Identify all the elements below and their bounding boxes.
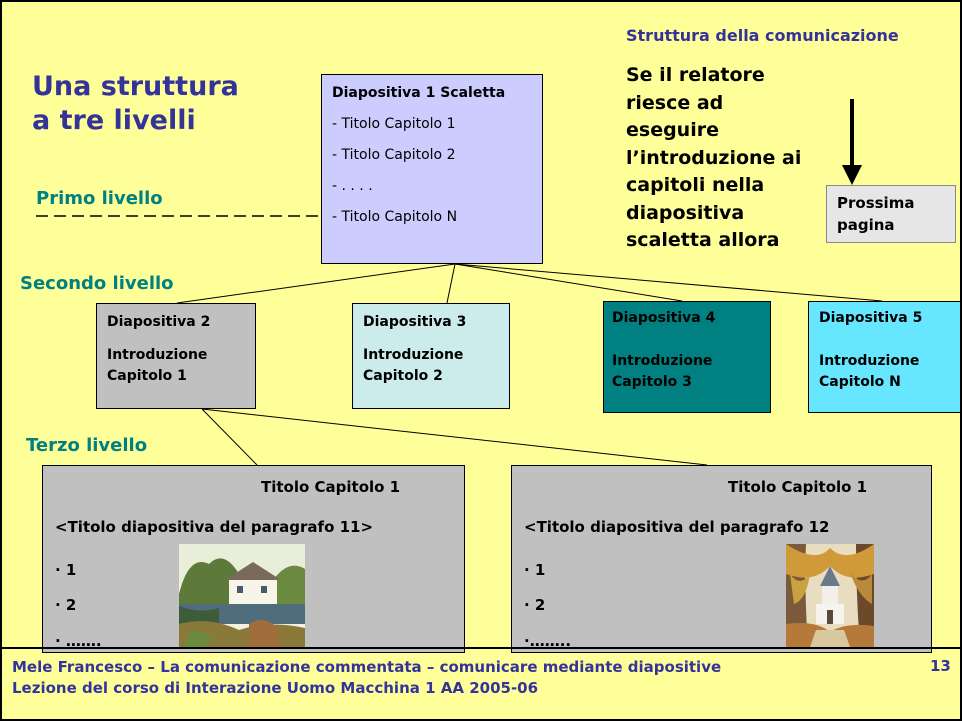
cottage-pond-image: [179, 544, 305, 648]
diapositiva-2-box: Diapositiva 2 Introduzione Capitolo 1: [96, 303, 256, 409]
slide-title: Una struttura a tre livelli: [32, 70, 292, 138]
condition-line: scaletta allora: [626, 229, 780, 251]
bullet-item: · 1: [524, 561, 546, 579]
diapositiva-5-box: Diapositiva 5 Introduzione Capitolo N: [808, 301, 960, 413]
footer-line-2: Lezione del corso di Interazione Uomo Ma…: [12, 679, 539, 697]
bullet-item: · 1: [55, 561, 77, 579]
primo-livello-label: Primo livello: [36, 188, 163, 209]
box-subtitle: <Titolo diapositiva del paragrafo 12: [524, 518, 830, 536]
scaletta-title: Diapositiva 1 Scaletta: [332, 85, 506, 101]
secondo-livello-label: Secondo livello: [20, 273, 174, 294]
connector-d4: [454, 263, 683, 302]
bullet-item: · …….: [55, 632, 102, 650]
connector-d2: [176, 263, 456, 304]
box-line: Introduzione: [363, 347, 464, 363]
connector-left-l3: [201, 408, 258, 466]
box-title: Diapositiva 3: [363, 314, 467, 330]
bullet-item: · 2: [55, 596, 77, 614]
struttura-label: Struttura della comunicazione: [626, 26, 899, 45]
scaletta-item: - . . . .: [332, 178, 373, 194]
connector-d3: [446, 263, 456, 304]
bullet-item: · 2: [524, 596, 546, 614]
page-number: 13: [930, 657, 951, 675]
condition-line: capitoli nella: [626, 174, 765, 196]
box-line: Capitolo 1: [107, 368, 187, 384]
box-title: Diapositiva 4: [612, 310, 716, 326]
prossima-pagina-box: Prossima pagina: [826, 185, 956, 243]
bullet-item: ·……..: [524, 632, 572, 650]
slide-title-line-2: a tre livelli: [32, 105, 196, 136]
condition-text: Se il relatore riesce ad eseguire l’intr…: [626, 62, 826, 255]
prossima-line: Prossima: [837, 194, 915, 212]
box-line: Introduzione: [612, 353, 713, 369]
down-arrow-icon: [842, 99, 862, 185]
scaletta-item: - Titolo Capitolo 2: [332, 147, 456, 163]
box-line: Capitolo N: [819, 374, 901, 390]
paragrafo-11-box: Titolo Capitolo 1 <Titolo diapositiva de…: [42, 465, 465, 653]
box-title: Diapositiva 2: [107, 314, 211, 330]
box-line: Capitolo 2: [363, 368, 443, 384]
diapositiva-4-box: Diapositiva 4 Introduzione Capitolo 3: [603, 301, 771, 413]
connector-right-l3: [201, 408, 708, 466]
footer-divider: [2, 647, 960, 649]
paragrafo-12-box: Titolo Capitolo 1 <Titolo diapositiva de…: [511, 465, 932, 653]
connector-d5: [454, 263, 883, 302]
box-line: Capitolo 3: [612, 374, 692, 390]
box-title: Diapositiva 5: [819, 310, 923, 326]
footer: Mele Francesco – La comunicazione commen…: [12, 657, 721, 699]
scaletta-item: - Titolo Capitolo N: [332, 209, 458, 225]
scaletta-box: Diapositiva 1 Scaletta - Titolo Capitolo…: [321, 74, 543, 264]
box-title: Titolo Capitolo 1: [728, 478, 868, 496]
footer-line-1: Mele Francesco – La comunicazione commen…: [12, 658, 722, 676]
box-line: Introduzione: [107, 347, 208, 363]
church-trees-image: [786, 544, 874, 647]
terzo-livello-label: Terzo livello: [26, 435, 148, 456]
diapositiva-3-box: Diapositiva 3 Introduzione Capitolo 2: [352, 303, 510, 409]
box-line: Introduzione: [819, 353, 920, 369]
prossima-line: pagina: [837, 216, 895, 234]
box-title: Titolo Capitolo 1: [261, 478, 401, 496]
condition-line: l’introduzione ai: [626, 146, 802, 169]
condition-line: diapositiva: [626, 201, 745, 224]
slide-title-line-1: Una struttura: [32, 71, 239, 102]
condition-line: Se il relatore: [626, 64, 765, 86]
box-subtitle: <Titolo diapositiva del paragrafo 11>: [55, 518, 374, 536]
condition-line: riesce ad: [626, 91, 724, 114]
scaletta-item: - Titolo Capitolo 1: [332, 116, 456, 132]
condition-line: eseguire: [626, 119, 719, 141]
